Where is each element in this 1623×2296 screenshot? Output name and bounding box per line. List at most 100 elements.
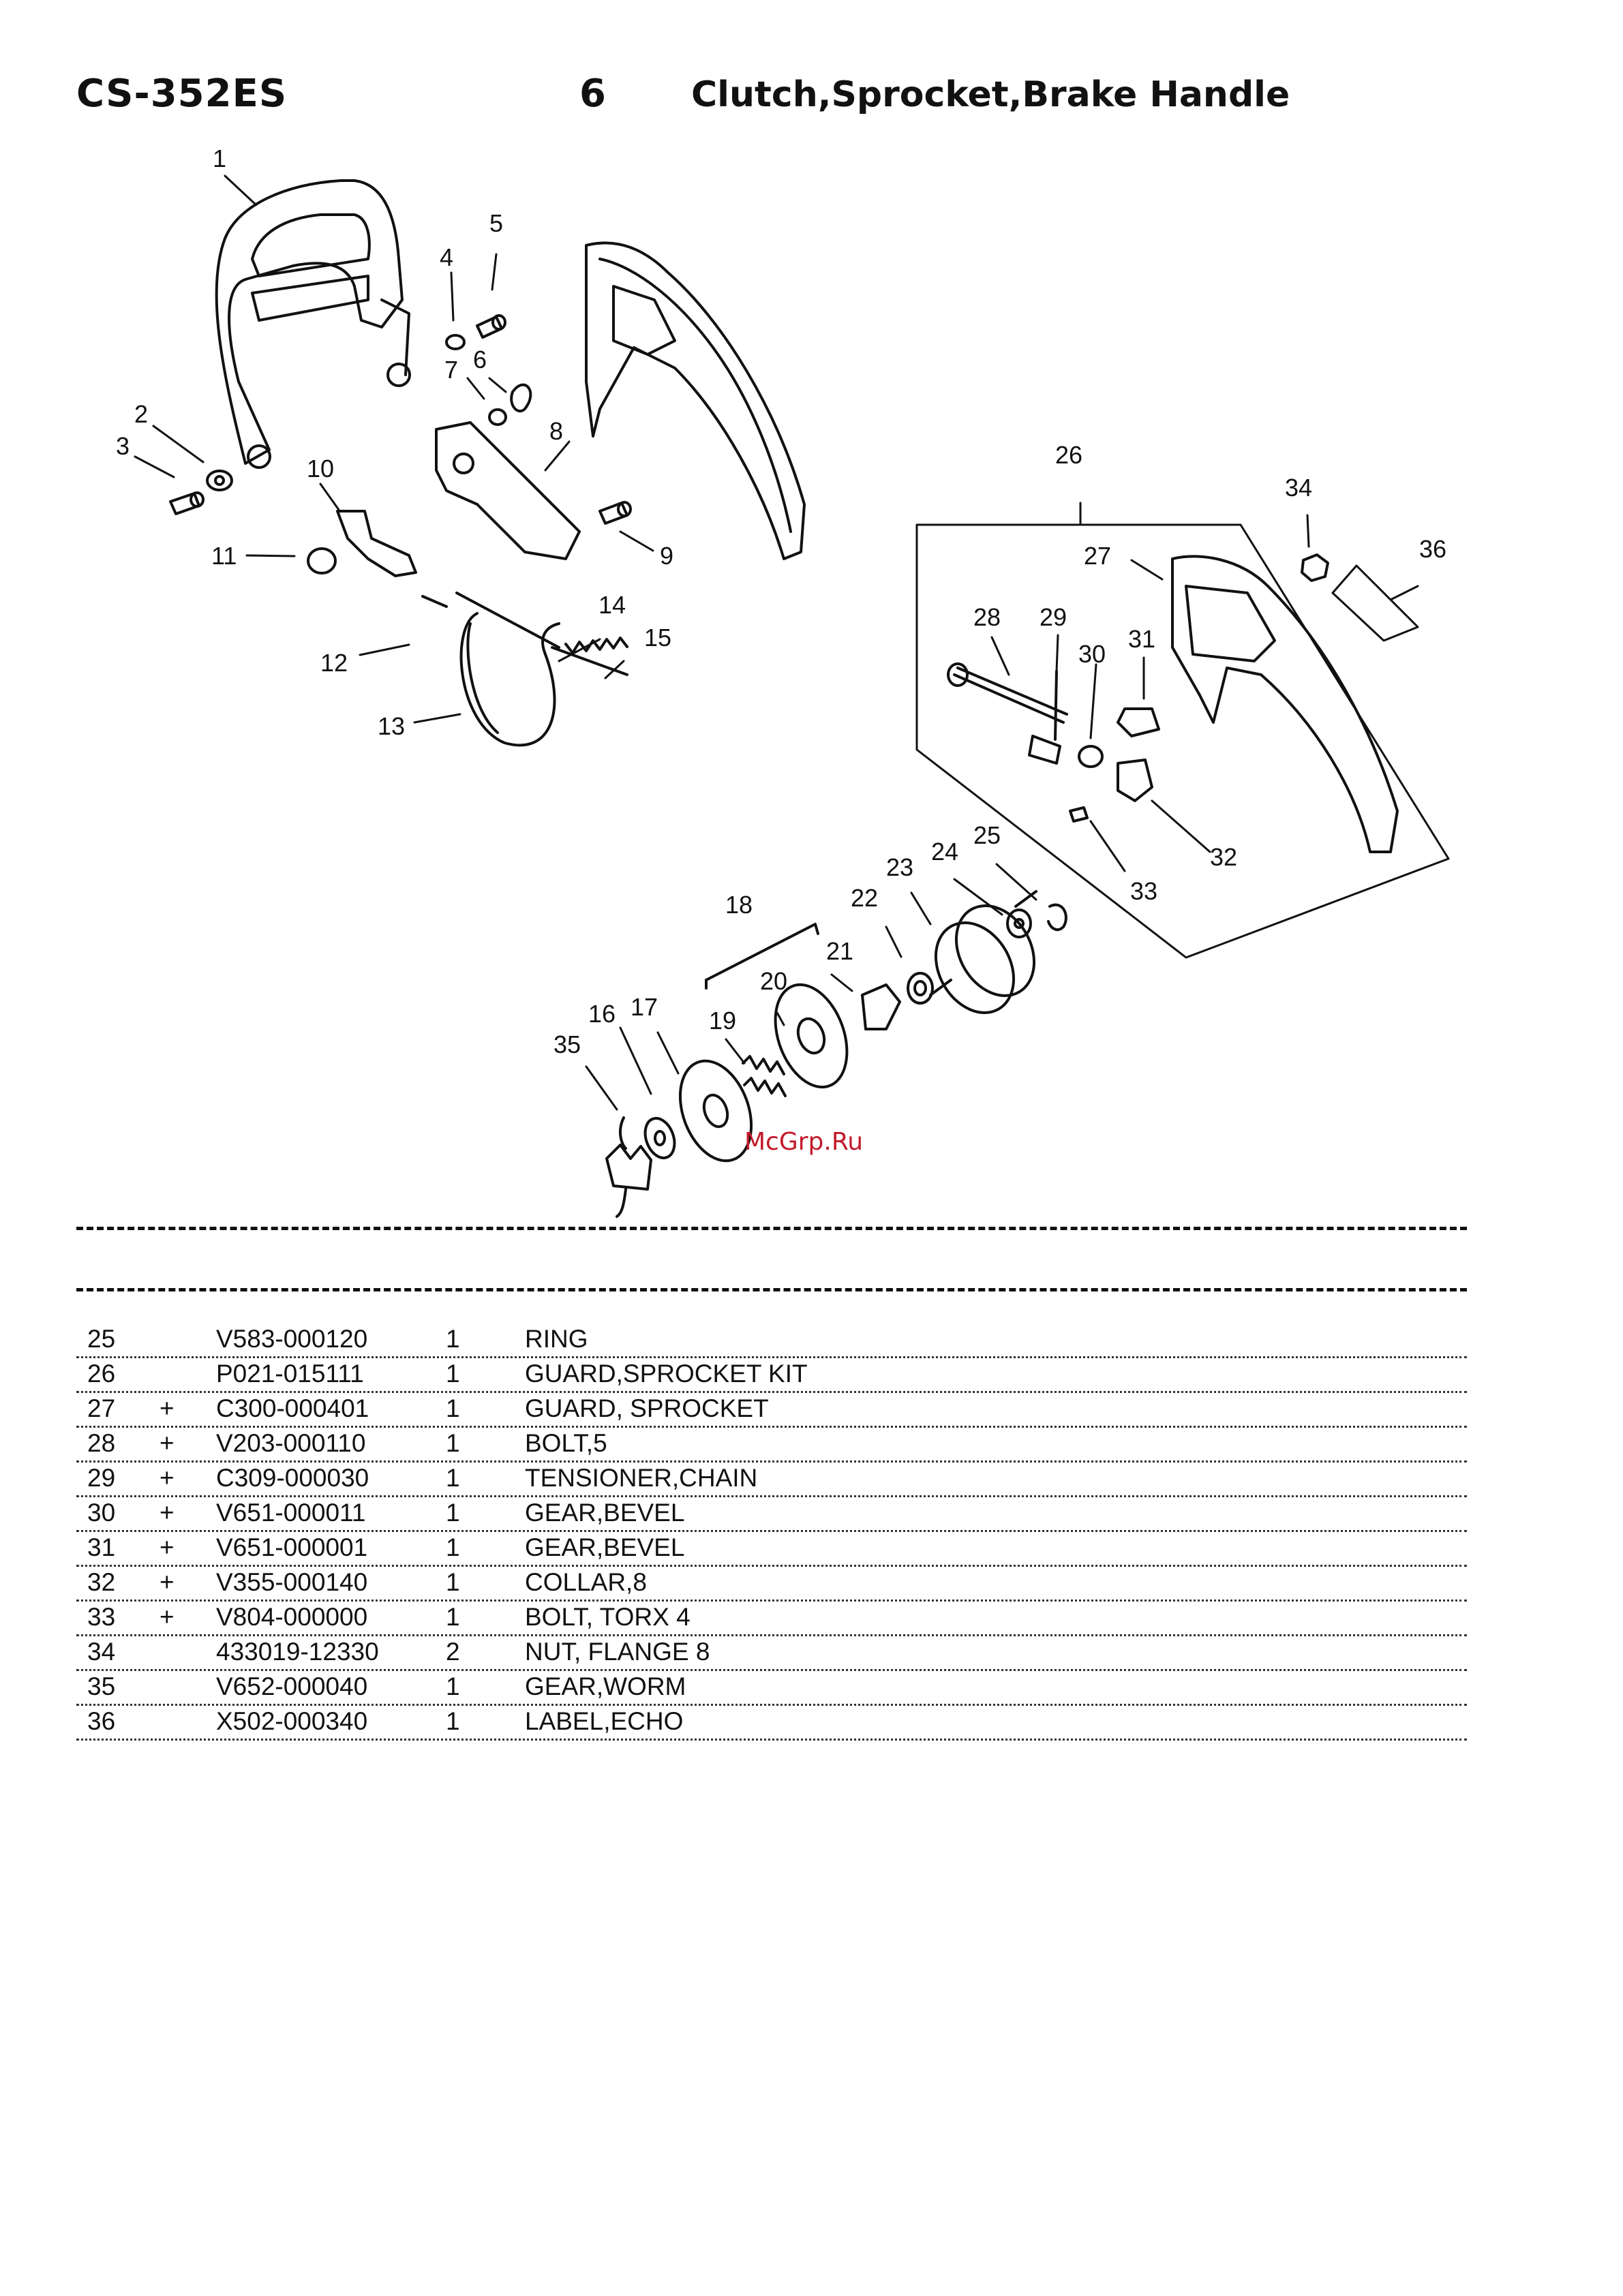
callout-34: 34 (1285, 474, 1312, 502)
section-number: 6 (579, 72, 606, 116)
label-illustration (1331, 564, 1419, 642)
kit-mark: + (160, 1394, 175, 1422)
quantity: 1 (446, 1707, 460, 1735)
callout-29: 29 (1040, 603, 1067, 631)
ref-number: 34 (87, 1638, 116, 1666)
part-description: GEAR,BEVEL (525, 1533, 685, 1561)
brake-lever-illustration (336, 510, 417, 577)
callout-3: 3 (116, 432, 130, 460)
kit-mark: + (160, 1499, 175, 1527)
ref-number: 35 (87, 1672, 116, 1700)
table-row: 32 + V355-000140 1 COLLAR,8 (76, 1567, 1467, 1602)
part-description: LABEL,ECHO (525, 1707, 684, 1735)
dashed-divider-bottom (76, 1288, 1467, 1291)
callout-14: 14 (598, 591, 626, 619)
callout-1: 1 (213, 144, 226, 172)
watermark: McGrp.Ru (744, 1128, 864, 1156)
part-number: V583-000120 (216, 1325, 368, 1353)
brake-lever-bracket-illustration (435, 421, 581, 560)
part-number: 433019-12330 (216, 1638, 379, 1666)
kit-mark: + (160, 1568, 175, 1596)
ref-number: 32 (87, 1568, 116, 1596)
callout-36: 36 (1419, 535, 1446, 563)
quantity: 1 (446, 1325, 460, 1353)
clutch-drum-illustration (929, 890, 1037, 1014)
callout-4: 4 (440, 243, 453, 271)
part-number: P021-015111 (216, 1360, 364, 1388)
part-description: GEAR,BEVEL (525, 1499, 685, 1527)
part-number: V203-000110 (216, 1429, 366, 1457)
quantity: 1 (446, 1533, 460, 1561)
callout-15: 15 (644, 624, 671, 652)
part-number: C309-000030 (216, 1464, 369, 1492)
part-number: V652-000040 (216, 1672, 368, 1700)
part-description: RING (525, 1325, 588, 1353)
table-row: 26 P021-015111 1 GUARD,SPROCKET KIT (76, 1358, 1467, 1393)
part-number: V651-000001 (216, 1533, 368, 1561)
part-number: C300-000401 (216, 1394, 369, 1422)
callout-11: 11 (211, 542, 237, 570)
callout-27: 27 (1084, 542, 1111, 570)
callout-32: 32 (1210, 843, 1237, 871)
ref-number: 26 (87, 1360, 116, 1388)
table-row: 29 + C309-000030 1 TENSIONER,CHAIN (76, 1463, 1467, 1497)
callout-26: 26 (1055, 441, 1082, 469)
ref-number: 33 (87, 1603, 116, 1631)
quantity: 1 (446, 1394, 460, 1422)
callout-16: 16 (588, 1000, 616, 1028)
callout-9: 9 (660, 542, 673, 570)
ref-number: 28 (87, 1429, 116, 1457)
table-row: 25 V583-000120 1 RING (76, 1323, 1467, 1358)
ref-number: 27 (87, 1394, 116, 1422)
clutch-assembly-illustration (774, 983, 849, 1089)
ref-number: 36 (87, 1707, 116, 1735)
kit-mark: + (160, 1533, 175, 1561)
quantity: 1 (446, 1568, 460, 1596)
model-name: CS-352ES (76, 72, 288, 116)
callout-23: 23 (886, 853, 913, 881)
callout-30: 30 (1078, 640, 1106, 668)
quantity: 1 (446, 1360, 460, 1388)
callout-28: 28 (973, 603, 1001, 631)
callout-35: 35 (553, 1030, 581, 1058)
part-description: GUARD, SPROCKET (525, 1394, 769, 1422)
table-row: 31 + V651-000001 1 GEAR,BEVEL (76, 1532, 1467, 1567)
callout-2: 2 (134, 400, 148, 428)
plate-washer-illustration (678, 1059, 753, 1163)
brake-band-illustration (421, 592, 628, 747)
part-description: GEAR,WORM (525, 1672, 686, 1700)
part-number: V355-000140 (216, 1568, 368, 1596)
part-description: NUT, FLANGE 8 (525, 1638, 710, 1666)
kit-mark: + (160, 1464, 175, 1492)
page-header: CS-352ES 6 Clutch,Sprocket,Brake Handle (76, 72, 1508, 126)
ref-number: 25 (87, 1325, 116, 1353)
small-hardware-illustration (169, 314, 632, 525)
callout-5: 5 (489, 209, 503, 237)
ref-number: 31 (87, 1533, 116, 1561)
ref-number: 29 (87, 1464, 116, 1492)
brake-handle-illustration (215, 179, 411, 469)
callout-22: 22 (851, 884, 878, 912)
callout-17: 17 (631, 993, 658, 1021)
callout-19: 19 (709, 1007, 736, 1035)
part-description: TENSIONER,CHAIN (525, 1464, 758, 1492)
part-description: COLLAR,8 (525, 1568, 647, 1596)
quantity: 1 (446, 1464, 460, 1492)
quantity: 1 (446, 1429, 460, 1457)
quantity: 1 (446, 1499, 460, 1527)
kit-boundary-box (915, 523, 1450, 959)
callout-12: 12 (320, 649, 348, 677)
worm-gear-illustration (605, 1144, 652, 1191)
kit-mark: + (160, 1603, 175, 1631)
part-description: BOLT, TORX 4 (525, 1603, 691, 1631)
table-row: 27 + C300-000401 1 GUARD, SPROCKET (76, 1393, 1467, 1428)
part-description: GUARD,SPROCKET KIT (525, 1360, 808, 1388)
callout-7: 7 (444, 356, 458, 384)
callout-18: 18 (725, 891, 753, 919)
callout-10: 10 (307, 455, 334, 483)
sprocket-guard-illustration (1171, 555, 1399, 853)
kit-mark: + (160, 1429, 175, 1457)
